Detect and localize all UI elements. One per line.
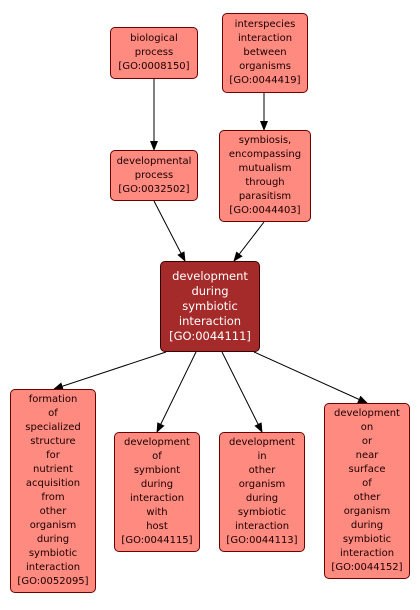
node-label-line: nutrient	[33, 464, 73, 475]
node-label-line: biological	[130, 33, 178, 44]
node-label-line: symbiotic	[237, 507, 287, 518]
node-label-line: symbiotic	[28, 548, 78, 559]
node-label-line: of	[362, 478, 372, 489]
node-label-line: near	[355, 450, 379, 461]
node-go-id: [GO:0044115]	[121, 535, 193, 546]
node-label-line: interaction	[339, 548, 395, 559]
node-label-line: during	[350, 520, 384, 531]
node-focus-development-during-symbiotic-interaction[interactable]: development during symbiotic interaction…	[160, 261, 260, 352]
node-development-of-symbiont[interactable]: development of symbiont during interacti…	[114, 432, 200, 552]
node-label-line: organism	[343, 506, 391, 517]
edge-symbiosis-to-focus	[233, 221, 265, 262]
edge-developmental-process-to-focus	[153, 200, 186, 262]
node-label-line: symbiotic	[182, 299, 238, 313]
node-label-line: in	[257, 451, 267, 462]
edge-focus-to-symbiont-development	[156, 351, 197, 433]
node-label-line: formation	[28, 394, 78, 405]
node-label-line: development	[124, 437, 190, 448]
node-label-line: symbiotic	[342, 534, 392, 545]
node-label-line: through	[245, 177, 285, 188]
node-biological-process[interactable]: biological process [GO:0008150]	[110, 27, 198, 79]
node-developmental-process[interactable]: developmental process [GO:0032502]	[110, 150, 198, 201]
node-label-line: interaction	[25, 562, 81, 573]
node-label-line: of	[48, 408, 58, 419]
node-label-line: interaction	[234, 521, 290, 532]
node-formation-of-specialized-structure[interactable]: formation of specialized structure for n…	[10, 389, 96, 593]
node-development-in-other-organism[interactable]: development in other organism during sym…	[219, 432, 305, 552]
node-label-line: or	[361, 436, 373, 447]
node-development-on-or-near-surface[interactable]: development on or near surface of other …	[324, 403, 410, 579]
node-label-line: process	[134, 47, 174, 58]
node-label-line: other	[353, 492, 381, 503]
node-label-line: symbiosis,	[238, 135, 292, 146]
node-label-line: between	[243, 47, 287, 58]
node-label-line: during	[245, 493, 279, 504]
node-label-line: process	[134, 169, 174, 181]
node-label-line: host	[146, 521, 168, 532]
node-label-line: interaction	[178, 314, 242, 328]
node-label-line: of	[152, 451, 162, 462]
node-go-id: [GO:0044111]	[169, 329, 251, 343]
node-label-line: during	[191, 284, 229, 298]
node-label-line: development	[229, 437, 295, 448]
node-label-line: acquisition	[25, 478, 81, 489]
node-label-line: organism	[29, 520, 77, 531]
node-label-line: surface	[348, 464, 386, 475]
node-label-line: from	[41, 492, 65, 503]
node-label-line: organism	[238, 479, 286, 490]
node-label-line: interspecies	[234, 19, 296, 30]
node-go-id: [GO:0032502]	[118, 183, 190, 195]
node-label-line: during	[140, 479, 174, 490]
node-label-line: organisms	[239, 61, 291, 72]
node-go-id: [GO:0008150]	[118, 61, 190, 72]
node-label-line: interaction	[237, 33, 293, 44]
node-go-id: [GO:0044403]	[229, 205, 301, 216]
node-label-line: symbiont	[133, 465, 181, 476]
edge-focus-to-development-in-other	[221, 351, 263, 433]
node-go-id: [GO:0052095]	[17, 576, 89, 587]
node-label-line: other	[39, 506, 67, 517]
node-label-line: parasitism	[238, 191, 292, 202]
node-label-line: development	[172, 269, 248, 283]
edge-focus-to-formation	[53, 351, 167, 390]
node-go-id: [GO:0044113]	[226, 535, 298, 546]
node-symbiosis[interactable]: symbiosis, encompassing mutualism throug…	[219, 130, 311, 222]
node-label-line: with	[146, 507, 168, 518]
node-label-line: developmental	[116, 155, 192, 167]
node-go-id: [GO:0044419]	[229, 75, 301, 86]
node-label-line: other	[248, 465, 276, 476]
edge-focus-to-development-on-surface	[253, 351, 368, 404]
node-label-line: during	[36, 534, 70, 545]
node-label-line: on	[360, 422, 374, 433]
node-label-line: interaction	[129, 493, 185, 504]
node-label-line: development	[334, 408, 400, 419]
node-label-line: mutualism	[238, 163, 292, 174]
node-go-id: [GO:0044152]	[331, 562, 403, 573]
node-interspecies-interaction[interactable]: interspecies interaction between organis…	[222, 13, 308, 93]
node-label-line: structure	[30, 436, 76, 447]
node-label-line: for	[46, 450, 60, 461]
node-label-line: specialized	[25, 422, 81, 433]
node-label-line: encompassing	[228, 149, 302, 160]
